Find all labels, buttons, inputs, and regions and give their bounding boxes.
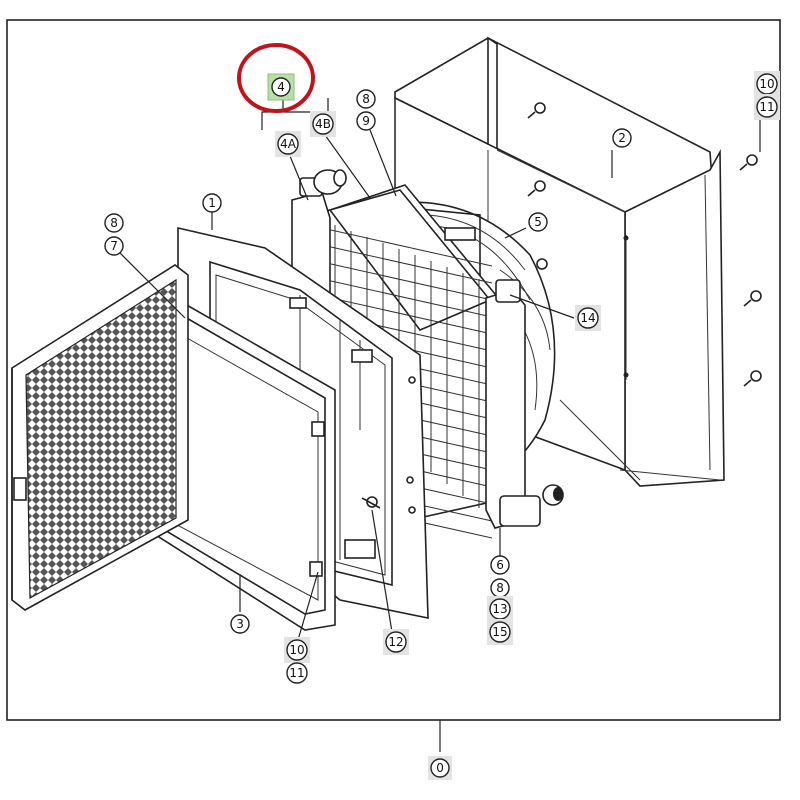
callout-label: 7 [110,239,118,253]
callout-label: 15 [492,625,507,639]
shroud-bolts [527,102,762,387]
callout-4A[interactable]: 4A [275,131,301,157]
callout-6[interactable]: 6 [490,555,510,575]
callout-label: 14 [580,311,595,325]
callout-label: 0 [436,761,444,775]
callout-label: 8 [110,216,118,230]
callout-label: 10 [759,77,774,91]
callout-13[interactable]: 13 [487,596,513,622]
callout-4B[interactable]: 4B [310,111,336,137]
callout-label: 9 [362,114,370,128]
mesh-screen [11,264,189,611]
callout-label: 4 [277,80,285,94]
callout-label: 4A [280,137,297,151]
callout-10[interactable]: 10 [754,71,780,97]
callout-11[interactable]: 11 [286,662,308,684]
callout-label: 12 [388,635,403,649]
callout-label: 10 [289,643,304,657]
callout-8[interactable]: 8 [490,578,510,598]
callout-14[interactable]: 14 [575,305,601,331]
callout-label: 4B [315,117,331,131]
callout-11[interactable]: 11 [754,94,780,120]
callout-label: 11 [759,100,774,114]
callout-15[interactable]: 15 [487,619,513,645]
selection-ring [237,43,315,113]
callout-12[interactable]: 12 [383,629,409,655]
callout-label: 1 [208,196,216,210]
callout-label: 5 [534,215,542,229]
leader-lines [118,98,761,641]
callout-label: 3 [236,617,244,631]
callout-label: 2 [618,131,626,145]
screen-frame [147,299,381,631]
callout-2[interactable]: 2 [612,128,632,148]
callout-8[interactable]: 8 [104,213,124,233]
callout-5[interactable]: 5 [528,212,548,232]
callout-1[interactable]: 1 [202,193,222,213]
callout-label: 6 [496,558,504,572]
callout-label: 11 [289,666,304,680]
callout-label: 8 [496,581,504,595]
callout-7[interactable]: 7 [104,236,124,256]
callout-9[interactable]: 9 [356,111,376,131]
callout-3[interactable]: 3 [230,614,250,634]
callout-8[interactable]: 8 [356,89,376,109]
callout-0[interactable]: 0 [428,756,452,780]
callout-10[interactable]: 10 [284,637,310,663]
callout-4[interactable]: 4 [267,73,295,101]
assembly-frame [6,19,781,721]
callout-label: 8 [362,92,370,106]
callout-label: 13 [492,602,507,616]
